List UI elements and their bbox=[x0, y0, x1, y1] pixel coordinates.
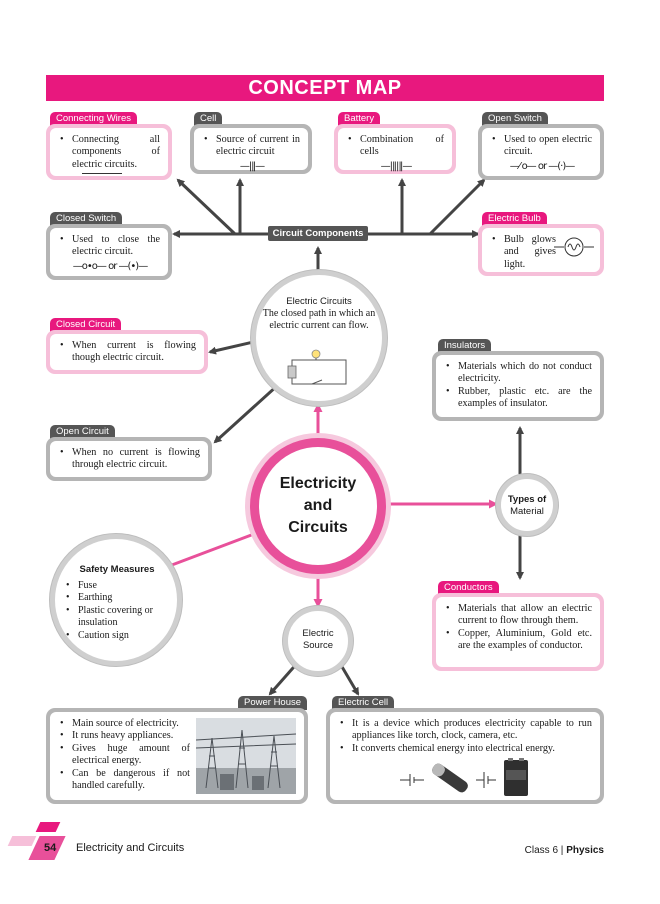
electricity-and-circuits-node bbox=[250, 438, 386, 574]
list-item: Can be dangerous if not handled carefull… bbox=[60, 768, 190, 793]
battery-label: Battery bbox=[338, 112, 381, 126]
circuit-diagram-icon bbox=[287, 349, 347, 385]
page-number: 54 bbox=[44, 842, 57, 854]
list-item: Caution sign bbox=[66, 630, 170, 643]
list-item: Gives huge amount of electrical energy. bbox=[60, 743, 190, 768]
list-item: Combination of cells bbox=[348, 134, 444, 159]
electric-bulb-label: Electric Bulb bbox=[482, 212, 547, 226]
center-line-2: and bbox=[303, 497, 333, 514]
closed-circuit-box: When current is flowing though electric … bbox=[46, 330, 208, 374]
open-circuit-box: When no current is flowing through elect… bbox=[46, 437, 212, 481]
open-switch-symbol: —⁄ o— or —(·)— bbox=[509, 160, 576, 172]
open-circuit-label: Open Circuit bbox=[50, 425, 115, 439]
list-item: Earthing bbox=[66, 592, 170, 605]
closed-switch-symbol: —o•o— or —(•)— bbox=[72, 260, 148, 272]
types-line-1: Types of bbox=[507, 494, 547, 505]
subject-label: Physics bbox=[566, 845, 604, 856]
electric-cell-label: Electric Cell bbox=[332, 696, 395, 710]
center-line-3: Circuits bbox=[288, 519, 348, 536]
list-item: It runs heavy appliances. bbox=[60, 730, 190, 743]
cell-box: Source of current in electric circuit —|… bbox=[190, 124, 312, 174]
types-line-2: Material bbox=[510, 506, 544, 517]
list-item: Rubber, plastic etc. are the examples of… bbox=[446, 386, 592, 411]
list-item: Main source of electricity. bbox=[60, 718, 190, 731]
insulators-box: Materials which do not conduct electrici… bbox=[432, 351, 604, 421]
types-of-material-node bbox=[496, 474, 558, 536]
cell-label: Cell bbox=[194, 112, 223, 126]
list-item: It converts chemical energy into electri… bbox=[340, 743, 592, 756]
footer-bar bbox=[7, 836, 37, 846]
list-item: Plastic covering or insulation bbox=[66, 605, 170, 630]
list-item: Used to open electric circuit. bbox=[492, 134, 592, 159]
connecting-wires-box: Connecting all components of electric ci… bbox=[46, 124, 172, 180]
types-of-material-text: Types of Material bbox=[499, 494, 555, 518]
list-item: When no current is flowing through elect… bbox=[60, 447, 200, 472]
list-item: Materials which do not conduct electrici… bbox=[446, 361, 592, 386]
electric-circuits-text: The closed path in which an electric cur… bbox=[262, 308, 376, 331]
insulators-label: Insulators bbox=[438, 339, 492, 353]
electric-circuits-title: Electric Circuits bbox=[286, 296, 352, 307]
list-item: Connecting all components of electric ci… bbox=[60, 134, 160, 171]
list-item: Copper, Aluminium, Gold etc. are the exa… bbox=[446, 628, 592, 653]
list-item: It is a device which produces electricit… bbox=[340, 718, 592, 743]
electric-bulb-box: Bulb glows and gives light. bbox=[478, 224, 604, 276]
electric-cell-box: It is a device which produces electricit… bbox=[326, 708, 604, 804]
cell-images bbox=[400, 758, 528, 796]
battery-symbol: —|‖|‖— bbox=[380, 160, 413, 172]
battery-box: Combination of cells —|‖|‖— bbox=[334, 124, 456, 174]
list-item: Materials that allow an electric current… bbox=[446, 603, 592, 628]
conductors-box: Materials that allow an electric current… bbox=[432, 593, 604, 671]
circuit-components-label: Circuit Components bbox=[268, 226, 368, 241]
center-title: Electricity and Circuits bbox=[262, 473, 374, 539]
source-line-1: Electric bbox=[302, 628, 334, 639]
open-switch-box: Used to open electric circuit. —⁄ o— or … bbox=[478, 124, 604, 180]
power-house-box: Main source of electricity. It runs heav… bbox=[46, 708, 308, 804]
open-switch-label: Open Switch bbox=[482, 112, 548, 126]
safety-measures-title: Safety Measures bbox=[79, 564, 155, 575]
conductors-label: Conductors bbox=[438, 581, 499, 595]
electric-source-node bbox=[283, 606, 353, 676]
list-item: When current is flowing though electric … bbox=[60, 340, 196, 365]
class-label: Class 6 | bbox=[524, 845, 564, 856]
closed-circuit-label: Closed Circuit bbox=[50, 318, 122, 332]
closed-switch-box: Used to close the electric circuit. —o•o… bbox=[46, 224, 172, 280]
list-item: Fuse bbox=[66, 580, 170, 593]
closed-switch-label: Closed Switch bbox=[50, 212, 123, 226]
page-banner: CONCEPT MAP bbox=[46, 75, 604, 101]
center-line-1: Electricity bbox=[279, 475, 357, 492]
electric-source-text: Electric Source bbox=[288, 628, 348, 652]
list-item: Bulb glows and gives light. bbox=[492, 234, 556, 271]
chapter-title: Electricity and Circuits bbox=[76, 842, 185, 854]
source-line-2: Source bbox=[302, 640, 334, 651]
wire-symbol bbox=[82, 173, 122, 175]
power-house-label: Power House bbox=[238, 696, 308, 710]
list-item: Used to close the electric circuit. bbox=[60, 234, 160, 259]
safety-measures-list: Fuse Earthing Plastic covering or insula… bbox=[66, 580, 170, 642]
bulb-symbol-icon bbox=[554, 237, 594, 257]
connecting-wires-label: Connecting Wires bbox=[50, 112, 137, 126]
cell-symbol: —|‖— bbox=[239, 160, 265, 172]
electric-circuits-node bbox=[251, 270, 387, 406]
class-subject: Class 6 | Physics bbox=[500, 845, 604, 856]
power-house-image bbox=[196, 718, 296, 794]
list-item: Source of current in electric circuit bbox=[204, 134, 300, 159]
